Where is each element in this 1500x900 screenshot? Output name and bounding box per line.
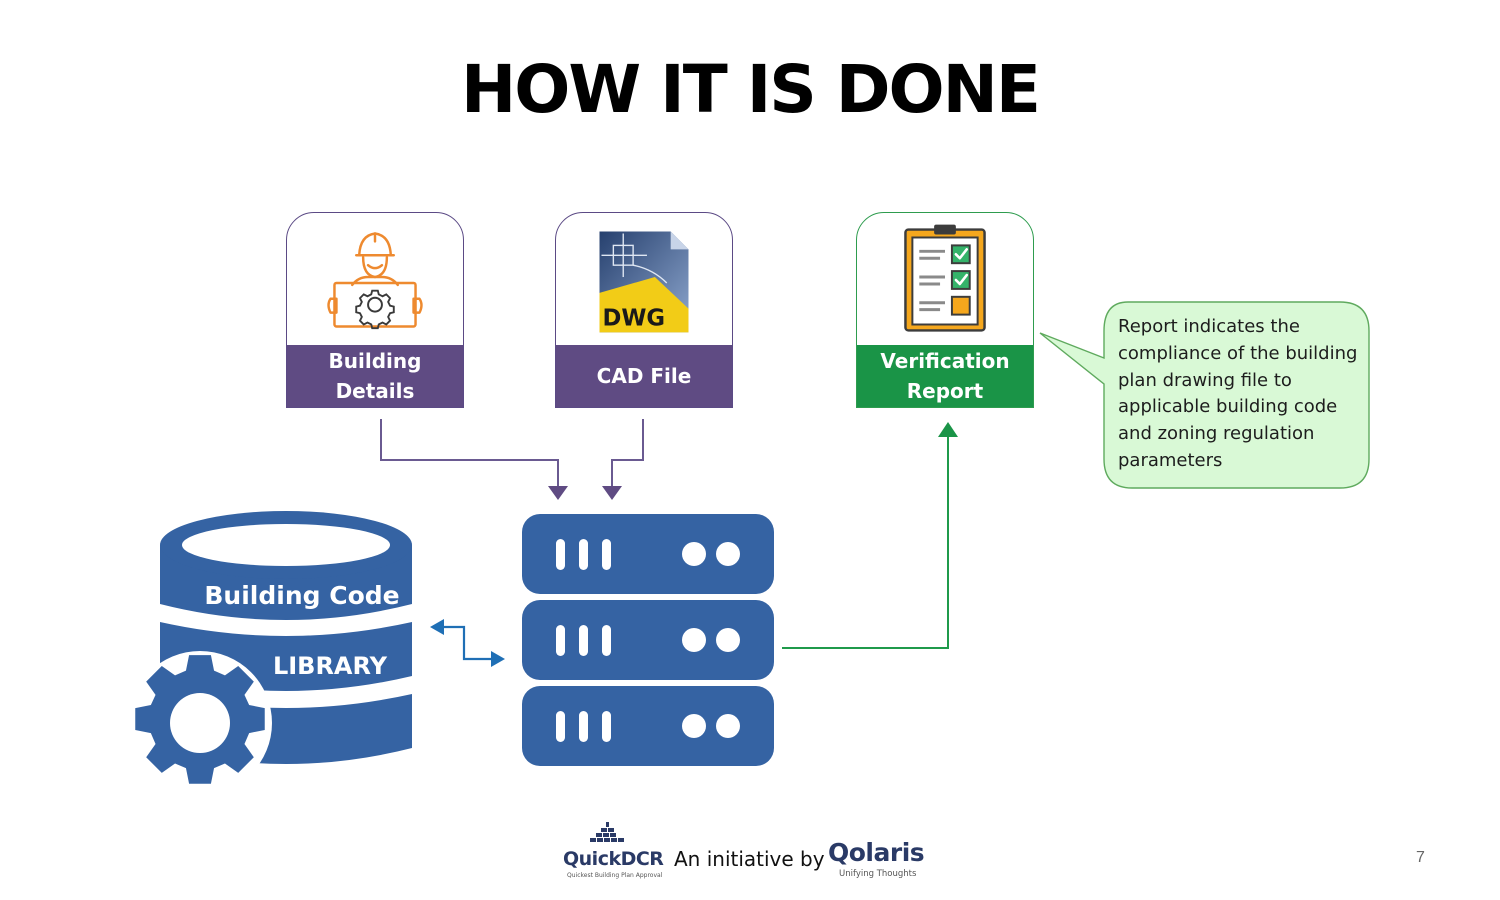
cad-file-label: CAD File (556, 345, 732, 407)
cad-file-connector (602, 419, 644, 500)
quickdcr-tagline: Quickest Building Plan Approval (567, 872, 663, 879)
initiative-text: An initiative by (674, 847, 825, 871)
dwg-file-icon: DWG (599, 231, 689, 333)
checklist-clipboard-icon (904, 224, 986, 332)
quickdcr-logo-bricks-icon (590, 822, 624, 842)
verification-report-label-line2: Report (906, 379, 984, 403)
page-number: 7 (1416, 849, 1425, 866)
report-callout-bubble (1039, 301, 1370, 489)
callout-text: Report indicates the compliance of the b… (1118, 316, 1358, 471)
server-rack-icon (522, 514, 774, 766)
slide-title: HOW IT IS DONE (461, 51, 1041, 128)
building-details-connector (380, 419, 568, 500)
cad-file-card: DWG CAD File (555, 212, 733, 408)
worker-with-gear-board-icon (327, 232, 423, 330)
quickdcr-logo: QuickDCR (563, 848, 664, 870)
verification-report-label-line1: Verification (880, 349, 1010, 373)
gear-icon (355, 289, 395, 330)
dwg-icon-text: DWG (602, 305, 665, 331)
database-label-bottom: LIBRARY (273, 652, 388, 680)
database-gear-icon: Building Code LIBRARY (128, 511, 412, 795)
server-to-report-connector (782, 422, 958, 649)
verification-report-card: Verification Report (856, 212, 1034, 408)
qolaris-tagline: Unifying Thoughts (839, 869, 917, 879)
qolaris-logo: Qolaris (828, 838, 925, 867)
building-details-card: Building Details (286, 212, 464, 408)
building-details-label-line1: Building (328, 349, 422, 373)
library-server-exchange-arrow (430, 619, 505, 667)
building-details-label-line2: Details (335, 379, 415, 403)
database-label-top: Building Code (204, 581, 399, 610)
verification-report-label: Verification Report (857, 345, 1033, 407)
building-details-label: Building Details (287, 345, 463, 407)
